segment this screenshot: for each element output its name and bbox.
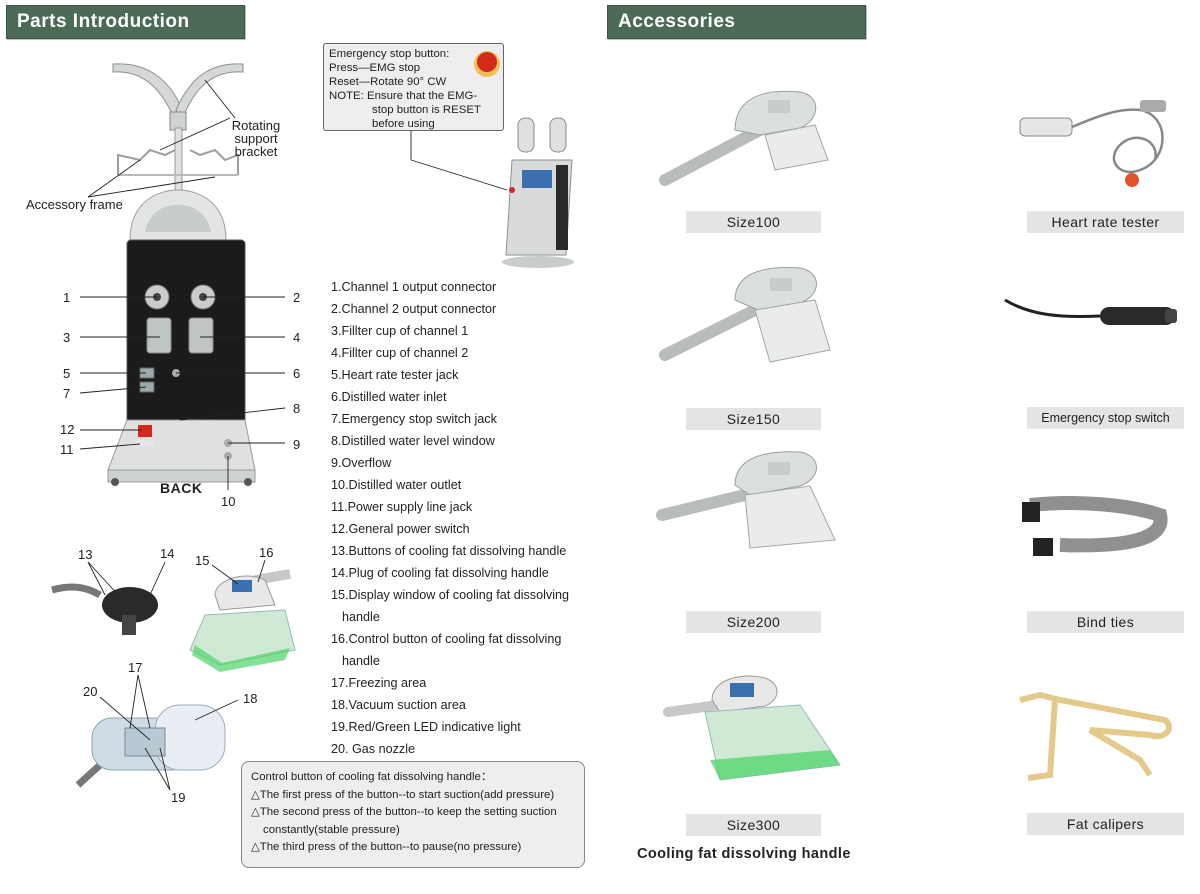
handle-bottom-illustration: [75, 674, 239, 791]
ctrl-line-2: △The second press of the button--to keep…: [251, 806, 557, 818]
callout-14: 14: [160, 546, 175, 561]
fat-calipers-caption: Fat calipers: [1027, 813, 1184, 835]
fat-calipers-illustration: [1019, 691, 1172, 781]
back-label: BACK: [160, 480, 203, 496]
emergency-stop-switch-caption: Emergency stop switch: [1027, 407, 1184, 429]
callout-10: 10: [221, 494, 236, 509]
heart-rate-tester-illustration: [1019, 100, 1166, 187]
part-item: 8.Distilled water level window: [331, 434, 495, 448]
callout-18: 18: [243, 691, 258, 706]
part-item: 17.Freezing area: [331, 676, 427, 690]
callout-17: 17: [128, 660, 143, 675]
part-item: 3.Fillter cup of channel 1: [331, 324, 469, 338]
part-item-continuation: handle: [342, 610, 380, 624]
part-item: 6.Distilled water inlet: [331, 390, 447, 404]
parts-introduction-header: Parts Introduction: [6, 5, 245, 39]
accessory-frame-label: Accessory frame: [26, 197, 123, 212]
part-item: 20. Gas nozzle: [331, 742, 416, 756]
part-item: 2.Channel 2 output connector: [331, 302, 497, 316]
callout-12: 12: [60, 422, 75, 437]
control-button-note: Control button of cooling fat dissolving…: [241, 761, 585, 868]
callout-16: 16: [259, 545, 274, 560]
ctrl-title: Control button of cooling fat dissolving…: [251, 771, 493, 783]
machine-back-illustration: [79, 63, 286, 490]
callout-3: 3: [63, 330, 71, 345]
emg-line-5: stop button is RESET: [372, 104, 481, 116]
bind-ties-caption: Bind ties: [1027, 611, 1184, 633]
emg-line-4: NOTE: Ensure that the EMG-: [329, 90, 478, 102]
part-item: 1.Channel 1 output connector: [331, 280, 497, 294]
callout-11: 11: [60, 442, 74, 457]
callout-8: 8: [293, 401, 301, 416]
emergency-stop-note: Emergency stop button: Press—EMG stop Re…: [323, 43, 504, 131]
handle-size100-caption: Size100: [686, 211, 821, 233]
callout-9: 9: [293, 437, 301, 452]
cooling-handle-caption: Cooling fat dissolving handle: [637, 846, 851, 862]
part-item: 19.Red/Green LED indicative light: [331, 720, 521, 734]
part-item: 10.Distilled water outlet: [331, 478, 462, 492]
callout-7: 7: [63, 386, 71, 401]
emg-line-2: Press—EMG stop: [329, 62, 421, 74]
part-item: 9.Overflow: [331, 456, 392, 470]
handle-size150-caption: Size150: [686, 408, 821, 430]
callout-5: 5: [63, 366, 71, 381]
handle-size200-caption: Size200: [686, 611, 821, 633]
rotating-support-bracket-label: Rotating support bracket: [221, 119, 291, 158]
callout-15: 15: [195, 553, 210, 568]
part-item: 15.Display window of cooling fat dissolv…: [331, 588, 570, 602]
part-item: 11.Power supply line jack: [331, 500, 473, 514]
emg-line-6: before using: [372, 118, 435, 130]
emergency-stop-switch-illustration: [1004, 298, 1177, 325]
callout-13: 13: [78, 547, 93, 562]
part-item: 16.Control button of cooling fat dissolv…: [331, 632, 562, 646]
handle-size100-illustration: [659, 90, 829, 186]
parts-list: 1.Channel 1 output connector 2.Channel 2…: [331, 276, 587, 760]
handle-size150-illustration: [659, 266, 831, 363]
ctrl-line-3: △The third press of the button--to pause…: [251, 841, 522, 853]
part-item: 14.Plug of cooling fat dissolving handle: [331, 566, 549, 580]
rotating-label-line1: Rotating: [231, 118, 281, 133]
emergency-button-icon: [474, 51, 500, 77]
part-item: 5.Heart rate tester jack: [331, 368, 459, 382]
machine-front-mini-illustration: [410, 117, 574, 268]
part-item: 12.General power switch: [331, 522, 470, 536]
callout-20: 20: [83, 684, 98, 699]
callout-4: 4: [293, 330, 301, 345]
handle-size300-caption: Size300: [686, 814, 821, 836]
callout-19: 19: [171, 790, 186, 805]
part-item: 7.Emergency stop switch jack: [331, 412, 497, 426]
rotating-label-line2: support bracket: [234, 131, 278, 159]
bind-ties-illustration: [1022, 496, 1168, 556]
part-item-continuation: handle: [342, 654, 380, 668]
handle-display-illustration: [189, 559, 296, 672]
heart-rate-tester-caption: Heart rate tester: [1027, 211, 1184, 233]
callout-1: 1: [63, 290, 71, 305]
part-item: 4.Fillter cup of channel 2: [331, 346, 469, 360]
part-item: 18.Vacuum suction area: [331, 698, 466, 712]
accessories-header: Accessories: [607, 5, 866, 39]
handle-size300-illustration: [663, 675, 841, 781]
ctrl-line-2b: constantly(stable pressure): [263, 823, 400, 836]
handle-plug-illustration: [51, 561, 166, 635]
ctrl-line-1: △The first press of the button--to start…: [251, 788, 555, 801]
callout-6: 6: [293, 366, 301, 381]
emg-line-1: Emergency stop button:: [329, 48, 450, 60]
handle-size200-illustration: [656, 451, 836, 549]
part-item: 13.Buttons of cooling fat dissolving han…: [331, 544, 567, 558]
callout-2: 2: [293, 290, 301, 305]
emg-line-3: Reset—Rotate 90° CW: [329, 76, 447, 88]
